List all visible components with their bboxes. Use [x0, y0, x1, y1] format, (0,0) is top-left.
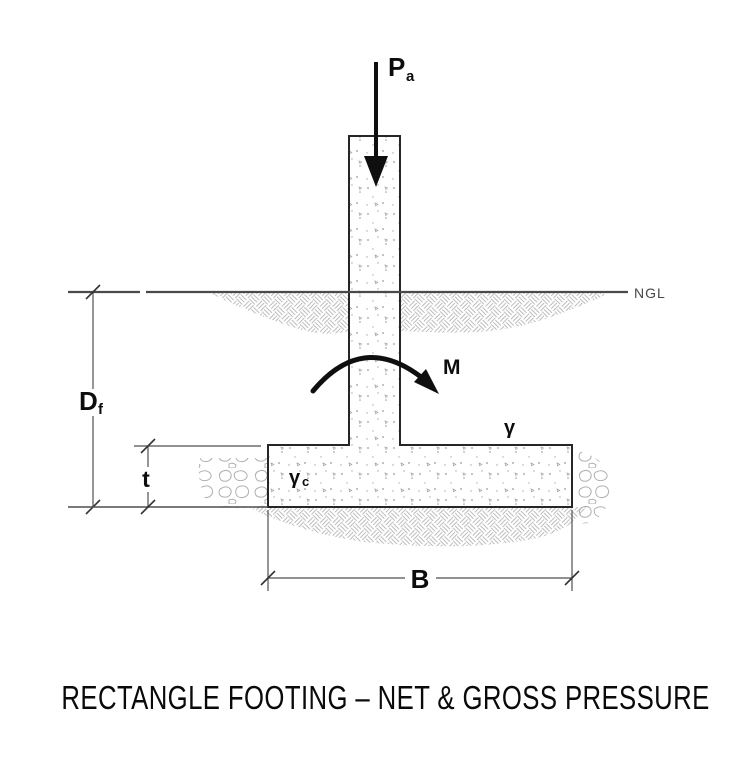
drawing-title: RECTANGLE FOOTING – NET & GROSS PRESSURE: [61, 679, 710, 716]
thickness-label: t: [142, 466, 150, 492]
tick-mark: [85, 284, 101, 300]
soil-hatch-right-of-column: [400, 293, 604, 333]
stone-fill-left-of-footing: [198, 458, 268, 508]
drawing-title-row: RECTANGLE FOOTING – NET & GROSS PRESSURE: [19, 679, 733, 717]
soil-hatch-left-of-column: [212, 293, 349, 334]
axial-load-arrow-icon: [364, 62, 388, 187]
concrete-unit-weight-label: γ: [289, 467, 301, 489]
axial-load-label: P: [388, 52, 405, 82]
moment-label: M: [443, 356, 461, 379]
depth-subscript: f: [98, 401, 104, 418]
depth-label: D: [79, 386, 98, 416]
dimension-thickness-t: [134, 438, 261, 515]
tick-mark: [140, 438, 156, 454]
soil-hatch-below-footing: [250, 507, 586, 547]
stone-fill-right-of-footing: [572, 450, 612, 524]
width-label: B: [411, 564, 430, 594]
tick-mark: [140, 499, 156, 515]
dimension-width-b: [260, 510, 580, 591]
ngl-label: NGL: [634, 285, 666, 301]
soil-unit-weight-label: γ: [504, 417, 516, 439]
column-and-footing: [267, 135, 573, 508]
tick-mark: [260, 570, 276, 586]
dimension-depth-df: [68, 284, 268, 515]
footing-diagram: P a M NGL D f t B γ γ c: [68, 52, 666, 594]
diagram-labels: P a M NGL D f t B γ γ c: [79, 52, 666, 594]
tick-mark: [564, 570, 580, 586]
moment-arrow-icon: [310, 355, 439, 394]
concrete-unit-weight-subscript: c: [302, 474, 309, 489]
axial-load-subscript: a: [406, 68, 415, 85]
